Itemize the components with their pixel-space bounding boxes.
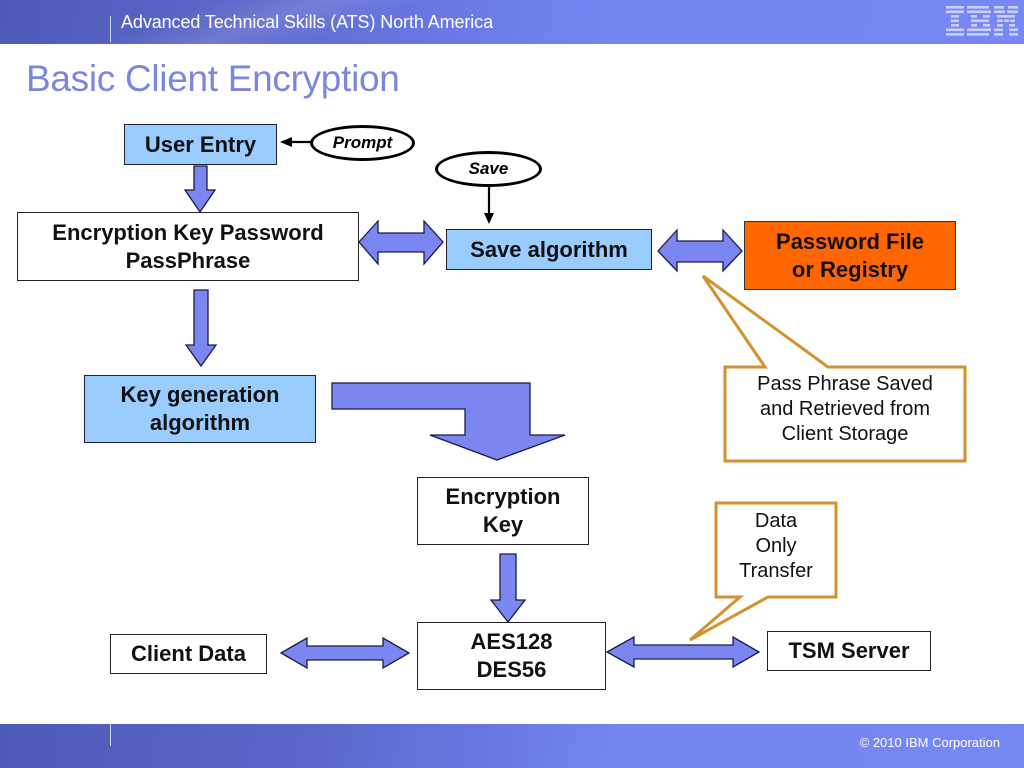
down-arrow-user-entry [183,165,217,214]
node-save-algorithm-label: Save algorithm [470,236,628,262]
node-cipher: AES128 DES56 [417,622,606,690]
node-save: Save [435,151,542,187]
callout-storage-line1: Pass Phrase Saved [757,373,933,395]
node-passphrase-line2: PassPhrase [125,247,251,273]
node-key-generation: Key generation algorithm [84,375,316,443]
header-org-title: Advanced Technical Skills (ATS) North Am… [121,12,493,32]
callout-transfer-line1: Data [754,510,798,532]
callout-storage-line2: and Retrieved from [759,398,931,420]
callout-transfer-shape [689,501,838,642]
node-prompt: Prompt [310,125,415,161]
node-encryption-key-line1: Encryption [445,484,561,509]
node-key-generation-line2: algorithm [149,410,251,435]
header-divider [110,16,111,42]
node-save-algorithm: Save algorithm [446,229,652,270]
node-client-data-label: Client Data [131,641,246,666]
node-user-entry: User Entry [124,124,277,165]
down-arrow-encryption-key [489,553,527,624]
elbow-arrow-keygen [331,382,566,461]
node-client-data: Client Data [110,634,267,674]
double-arrow-save-password [657,228,743,273]
down-arrow-passphrase [184,289,218,368]
prompt-arrowhead-icon [280,137,292,147]
node-encryption-key-line2: Key [482,512,524,537]
callout-transfer-line3: Transfer [739,560,813,582]
footer-copyright: © 2010 IBM Corporation [859,735,1000,750]
slide-title: Basic Client Encryption [26,58,400,99]
node-tsm-server: TSM Server [767,631,931,671]
header-swoosh [0,0,600,44]
callout-storage: Pass Phrase Saved and Retrieved from Cli… [728,372,962,447]
node-cipher-line1: AES128 [470,629,553,654]
node-user-entry-label: User Entry [144,131,257,157]
node-tsm-server-label: TSM Server [788,638,910,663]
callout-storage-line3: Client Storage [781,423,909,445]
node-password-file: Password File or Registry [744,221,956,290]
node-cipher-line2: DES56 [476,657,547,682]
header-banner: Advanced Technical Skills (ATS) North Am… [0,0,1024,44]
double-arrow-passphrase-save [358,219,444,266]
footer-divider [110,724,111,746]
node-password-file-line2: or Registry [791,256,909,282]
callout-storage-shape [701,274,967,463]
ibm-logo-icon [946,6,1018,36]
footer-banner: © 2010 IBM Corporation [0,724,1024,768]
node-password-file-line1: Password File [776,228,924,254]
double-arrow-client-data [279,636,411,670]
double-arrow-tsm-server [605,635,761,669]
save-arrowhead-icon [484,213,494,224]
callout-transfer-line2: Only [755,535,797,557]
node-prompt-label: Prompt [332,133,393,152]
node-save-label: Save [468,159,509,178]
callout-transfer: Data Only Transfer [718,509,834,584]
node-passphrase-line1: Encryption Key Password [52,219,324,245]
node-key-generation-line1: Key generation [120,382,280,407]
node-passphrase: Encryption Key Password PassPhrase [17,212,359,281]
node-encryption-key: Encryption Key [417,477,589,545]
